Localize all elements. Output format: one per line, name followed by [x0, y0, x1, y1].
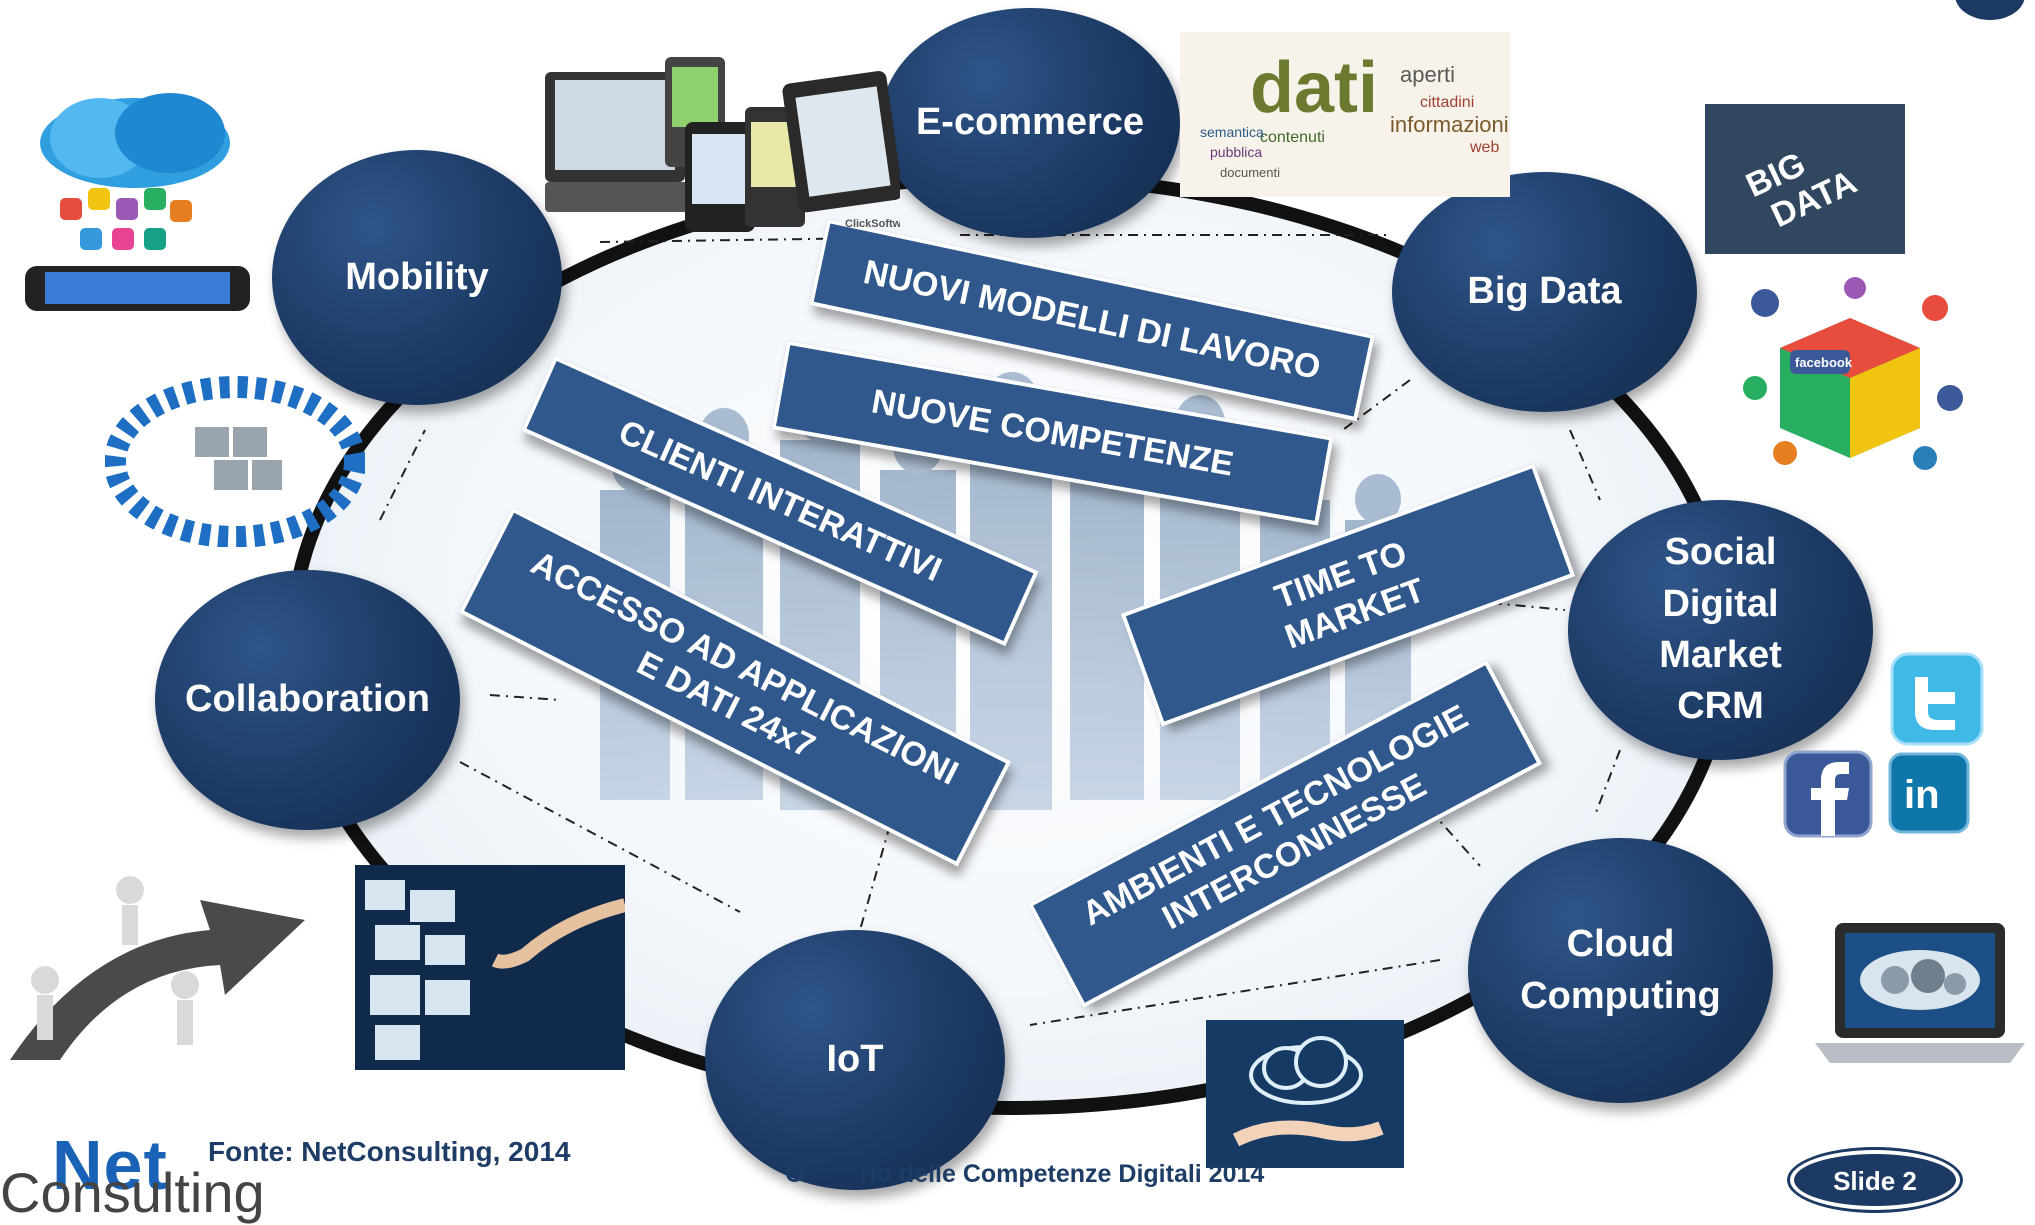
mobile-cloud-apps-image	[25, 93, 250, 311]
mobile-devices-image: ClickSoftware	[545, 57, 900, 232]
topic-big-data[interactable]: Big Data	[1392, 172, 1697, 412]
facebook-label: facebook	[1795, 355, 1853, 370]
touch-screens-image	[355, 865, 625, 1070]
big-data-image: BIG DATA	[1705, 104, 1905, 254]
corner-decoration	[1955, 0, 2025, 20]
laptop-cloud-gears-image	[1815, 923, 2025, 1063]
wordcloud-word: semantica	[1200, 124, 1264, 140]
twitter-icon[interactable]	[1890, 652, 1985, 747]
wordcloud-word: contenuti	[1260, 129, 1325, 146]
social-media-cube-image: facebook	[1743, 277, 1963, 470]
wordcloud-word: documenti	[1220, 165, 1280, 180]
wordcloud-word: informazioni	[1390, 112, 1509, 137]
topic-cloud-computing[interactable]: Cloud Computing	[1468, 838, 1773, 1103]
wordcloud-main-word: dati	[1250, 48, 1378, 128]
footer-title: O rio delle Competenze Digitali 2014	[785, 1160, 1265, 1188]
wordcloud-word: aperti	[1400, 62, 1455, 87]
people-puzzle-image	[105, 376, 365, 547]
topic-social-digital-market-crm[interactable]: Social Digital Market CRM	[1568, 500, 1873, 760]
wordcloud-word: pubblica	[1210, 144, 1262, 160]
source-note: Fonte: NetConsulting, 2014	[208, 1136, 571, 1167]
clicksoftware-caption: ClickSoftware	[845, 218, 900, 230]
slide-number-badge: Slide 2	[1790, 1150, 1960, 1210]
facebook-icon[interactable]	[1783, 750, 1873, 838]
topic-mobility[interactable]: Mobility	[272, 150, 562, 405]
wordcloud-word: cittadini	[1420, 94, 1474, 111]
netconsulting-logo-subtext: Consulting	[0, 1161, 265, 1224]
topic-iot[interactable]: IoT	[705, 930, 1005, 1190]
word-cloud-image: dati informazioni aperti cittadini web c…	[1180, 32, 1510, 197]
growth-arrow-figures-image	[10, 876, 305, 1060]
wordcloud-word: web	[1469, 139, 1499, 156]
topic-ecommerce[interactable]: E-commerce	[880, 8, 1180, 238]
linkedin-icon[interactable]: in	[1888, 752, 1970, 834]
linkedin-label: in	[1904, 773, 1940, 817]
cloud-in-hand-image	[1206, 1020, 1404, 1168]
topic-collaboration[interactable]: Collaboration	[155, 570, 460, 830]
